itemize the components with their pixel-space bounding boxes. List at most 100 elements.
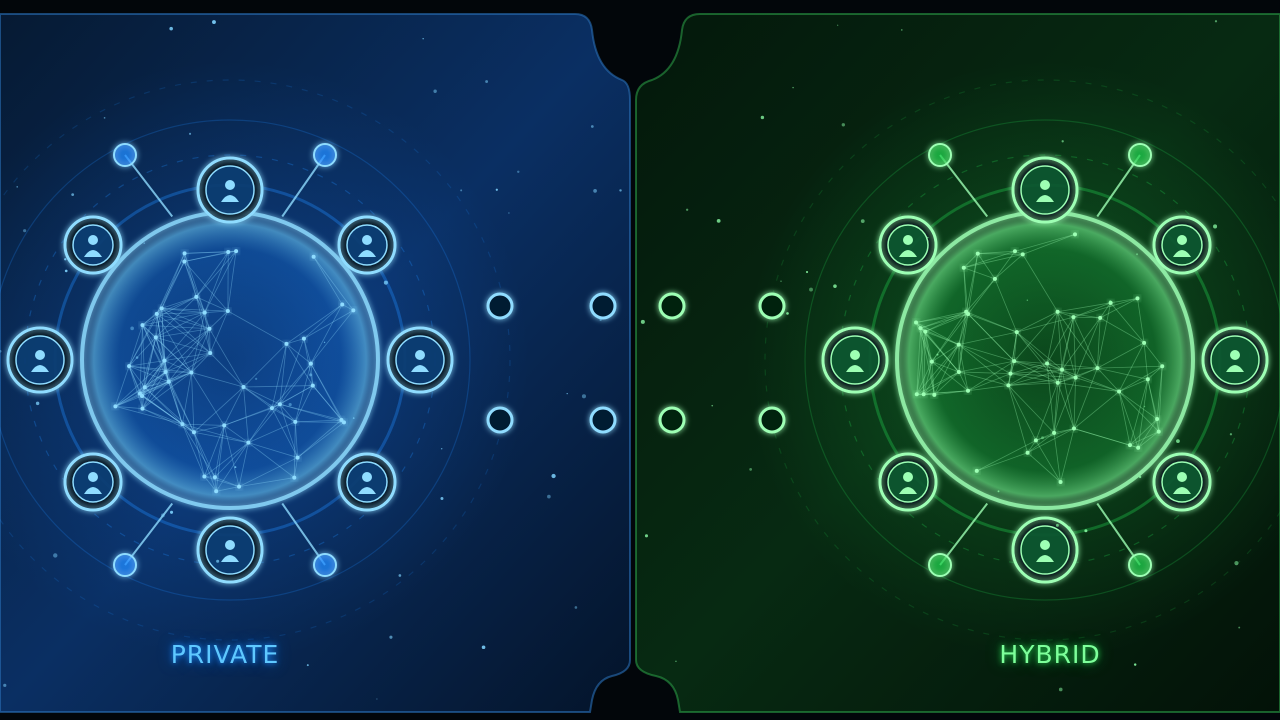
particle	[376, 698, 378, 700]
right-mesh-line	[1057, 302, 1111, 313]
right-mesh-line	[916, 361, 933, 395]
right-mesh-line	[958, 344, 1015, 362]
particle	[997, 490, 1000, 493]
particle	[1136, 253, 1139, 256]
left-mesh-line	[191, 312, 206, 373]
right-mesh-point	[965, 388, 970, 393]
right-mesh-line	[1046, 363, 1063, 370]
left-mesh-line	[294, 363, 312, 423]
particle	[189, 132, 192, 135]
right-mesh-point	[1135, 296, 1140, 301]
right-mesh-line	[1057, 369, 1063, 383]
right-mesh-line	[1008, 369, 1063, 386]
left-mesh-line	[243, 385, 313, 388]
right-mesh-line	[963, 253, 1023, 269]
left-mesh-line	[303, 338, 312, 364]
left-network-sphere	[82, 212, 378, 508]
left-mesh-line	[155, 337, 211, 354]
left-mesh-point	[202, 474, 207, 479]
right-mesh-line	[1007, 332, 1018, 386]
signal-dot-icon	[313, 143, 337, 167]
left-mesh-point	[295, 455, 300, 460]
user-node-icon	[1011, 156, 1079, 224]
right-mesh-line	[915, 322, 933, 362]
particle	[805, 270, 809, 274]
right-mesh-point	[1071, 426, 1076, 431]
particle	[1109, 300, 1112, 303]
left-mesh-line	[156, 313, 192, 373]
right-mesh-line	[1008, 377, 1076, 386]
right-mesh-line	[1137, 298, 1145, 343]
left-mesh-line	[243, 386, 273, 409]
right-mesh-point	[1025, 450, 1030, 455]
left-mesh-line	[193, 386, 244, 433]
right-mesh-point	[975, 251, 980, 256]
left-mesh-line	[142, 408, 183, 425]
right-mesh-line	[958, 371, 969, 391]
particle	[23, 229, 27, 233]
right-mesh-line	[994, 254, 1024, 280]
left-mesh-line	[279, 403, 342, 421]
left-mesh-point	[339, 417, 344, 422]
right-mesh-line	[1073, 367, 1098, 429]
left-mesh-line	[204, 312, 210, 329]
left-mesh-point	[140, 406, 145, 411]
particle	[780, 280, 782, 283]
particle	[619, 189, 622, 192]
left-mesh-point	[208, 350, 213, 355]
particle	[1026, 299, 1029, 301]
right-mesh-point	[1117, 389, 1122, 394]
link-ring-icon	[658, 292, 686, 320]
right-mesh-line	[958, 313, 969, 373]
left-mesh-line	[271, 343, 287, 409]
right-mesh-line	[994, 251, 1016, 280]
particle	[481, 645, 486, 650]
left-mesh-line	[141, 360, 165, 397]
left-mesh-line	[144, 372, 192, 388]
left-mesh-line	[155, 296, 197, 338]
left-mesh-line	[128, 365, 146, 388]
left-mesh-point	[237, 484, 242, 489]
right-mesh-line	[1014, 360, 1063, 371]
particle	[255, 377, 258, 380]
left-mesh-line	[128, 365, 143, 397]
right-mesh-line	[967, 313, 1015, 362]
user-node-icon	[196, 156, 264, 224]
left-mesh-line	[238, 442, 249, 487]
particle	[640, 319, 645, 324]
right-mesh-line	[958, 311, 967, 373]
right-mesh-point	[1033, 438, 1038, 443]
left-mesh-line	[115, 386, 145, 407]
left-mesh-line	[271, 407, 296, 423]
right-mesh-line	[1010, 361, 1015, 374]
right-mesh-point	[1136, 445, 1141, 450]
right-mesh-line	[1129, 379, 1149, 446]
left-mesh-line	[155, 312, 205, 338]
particle	[685, 208, 689, 211]
right-mesh-line	[1097, 317, 1101, 369]
right-mesh-line	[920, 327, 960, 373]
left-mesh-line	[191, 372, 225, 426]
left-mesh-line	[165, 328, 210, 373]
right-mesh-line	[958, 371, 1011, 374]
right-mesh-line	[915, 311, 967, 323]
left-sphere-mesh	[80, 210, 380, 510]
right-mesh-line	[1057, 377, 1076, 384]
left-mesh-line	[279, 385, 314, 405]
right-mesh-line	[1156, 366, 1163, 420]
left-mesh-line	[238, 477, 295, 488]
right-mesh-point	[929, 359, 934, 364]
left-mesh-point	[241, 385, 246, 390]
left-mesh-line	[184, 253, 197, 298]
left-mesh-line	[294, 385, 314, 423]
right-mesh-line	[958, 344, 969, 391]
user-node-icon	[6, 326, 74, 394]
left-mesh-line	[243, 386, 296, 423]
particle	[809, 287, 813, 292]
right-mesh-line	[1008, 382, 1058, 386]
right-mesh-line	[966, 311, 1017, 333]
left-mesh-line	[279, 403, 345, 423]
left-mesh-line	[164, 328, 210, 361]
right-mesh-line	[934, 371, 960, 396]
particle	[599, 318, 602, 321]
